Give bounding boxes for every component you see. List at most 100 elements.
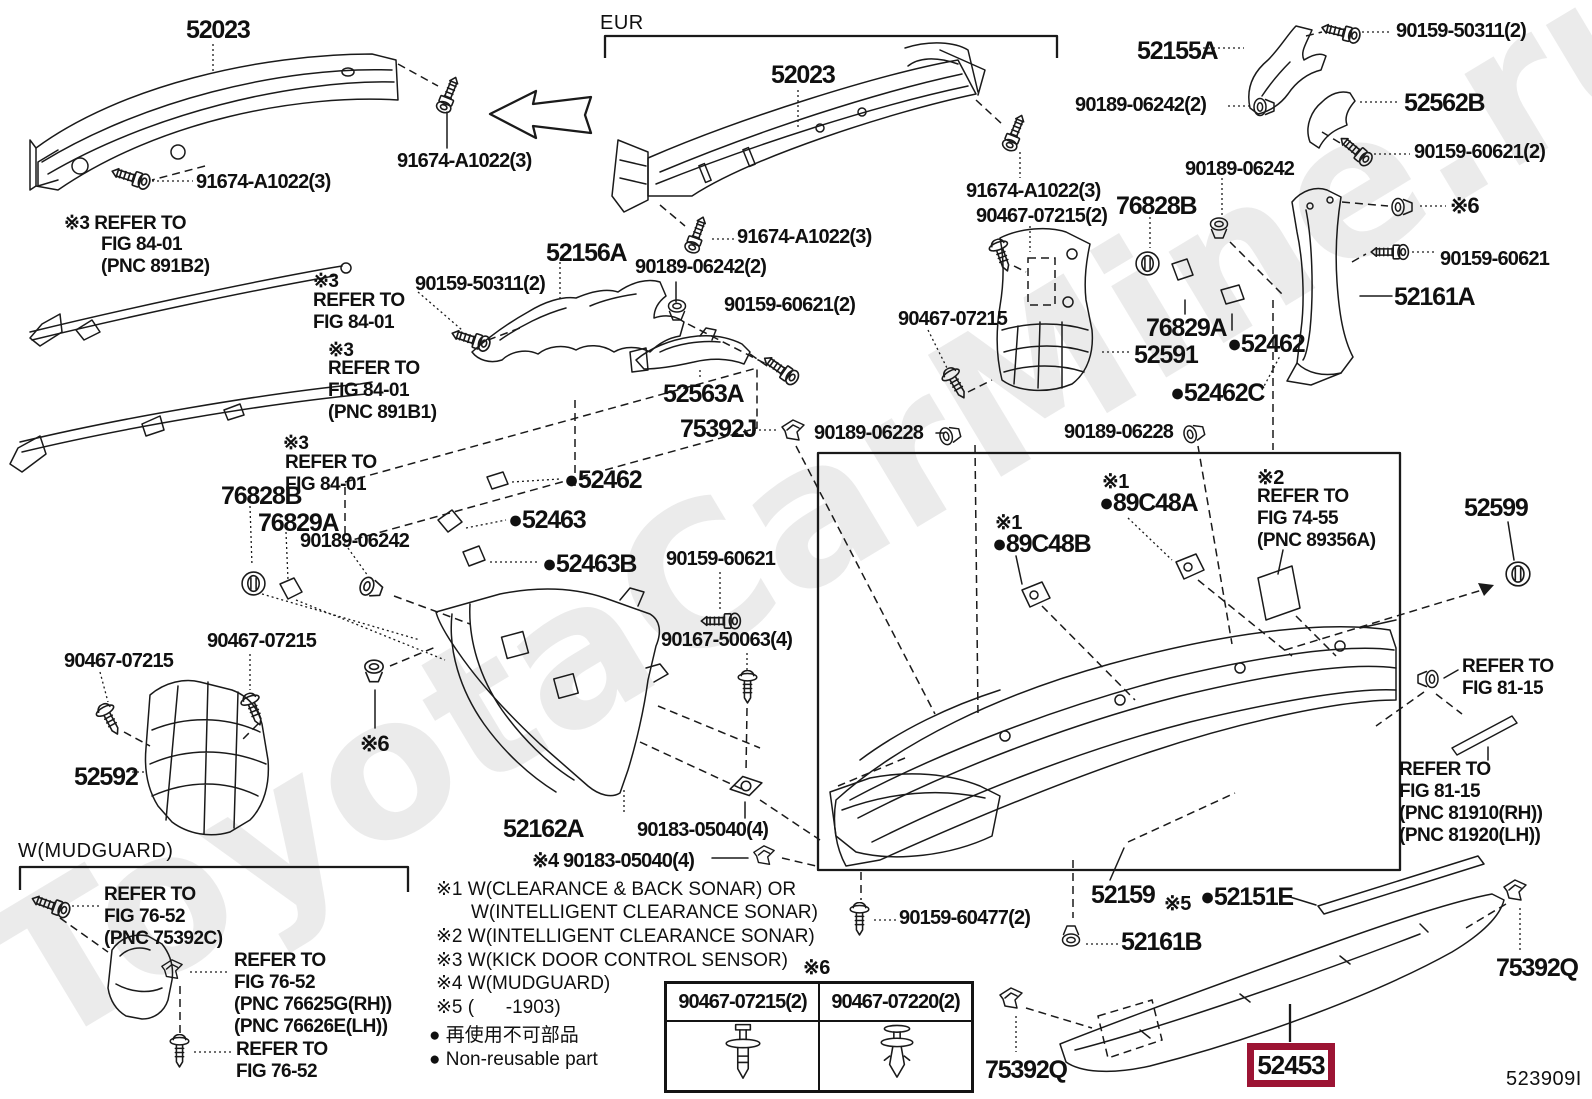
note-star1-b: ※1 (1102, 471, 1129, 493)
legend-1a: ※1 W(CLEARANCE & BACK SONAR) OR (436, 879, 797, 900)
legend-7: ● Non-reusable part (429, 1049, 598, 1070)
part-52463b: ●52463B (542, 550, 637, 578)
part-76829a-b: 76829A (258, 509, 340, 537)
part-52463: ●52463 (508, 506, 587, 534)
fastener-table-header-2: 90467-07220(2) (831, 990, 960, 1013)
note-fig8401-a1: ※3 REFER TO (64, 213, 186, 234)
note-star3-c1: ※3 (328, 340, 354, 361)
part-52155a: 52155A (1137, 37, 1219, 65)
note-fig8115-a1: REFER TO (1462, 656, 1554, 677)
part-91674-a1022-b: 91674-A1022(3) (397, 150, 532, 172)
legend-4: ※4 W(MUDGUARD) (436, 973, 611, 994)
note-fig8115-a2: FIG 81-15 (1462, 678, 1544, 699)
part-89c48b: ●89C48B (992, 530, 1092, 558)
fastener-table-cell-1 (667, 1022, 820, 1093)
note-fig7652-b2: FIG 76-52 (234, 972, 316, 993)
part-75392q-b: 75392Q (1496, 954, 1579, 982)
part-52462c: ●52462C (1170, 379, 1265, 407)
label-eur: EUR (600, 12, 644, 34)
note-fig8401-a2: FIG 84-01 (101, 234, 183, 255)
part-90467-07215-c: 90467-07215 (207, 630, 317, 652)
note-fig7652-b3: (PNC 76625G(RH)) (234, 994, 392, 1015)
note-star6-a: ※6 (1450, 193, 1480, 218)
note-fig8115-b4: (PNC 81920(LH)) (1399, 825, 1541, 846)
part-90189-06242-a: 90189-06242 (1185, 158, 1295, 180)
label-mudguard: W(MUDGUARD) (18, 840, 174, 862)
part-90189-06242-2-b: 90189-06242(2) (1075, 94, 1207, 116)
part-90183-05040-4-a: 90183-05040(4) (637, 819, 769, 841)
fastener-table: 90467-07215(2) 90467-07220(2) (664, 981, 974, 1093)
note-fig8115-b2: FIG 81-15 (1399, 781, 1481, 802)
part-90189-06242-b: 90189-06242 (300, 530, 410, 552)
part-52462-b: ●52462 (564, 466, 643, 494)
note-fig7652-a1: REFER TO (104, 884, 196, 905)
part-90159-60477-2: 90159-60477(2) (899, 907, 1031, 929)
part-89c48a: ●89C48A (1099, 489, 1199, 517)
note-star3-c4: (PNC 891B1) (328, 402, 437, 423)
part-90467-07215-b: 90467-07215 (64, 650, 174, 672)
part-75392q-a: 75392Q (985, 1056, 1068, 1084)
note-fig8401-a3: (PNC 891B2) (101, 256, 210, 277)
note-star3-d1: ※3 (283, 433, 309, 454)
legend-3: ※3 W(KICK DOOR CONTROL SENSOR) (436, 950, 788, 971)
part-90159-60621-b: 90159-60621 (666, 548, 776, 570)
note-star1-a: ※1 (995, 512, 1022, 534)
part-52159: 52159 (1091, 881, 1156, 909)
part-90167-50063-4: 90167-50063(4) (661, 629, 793, 651)
legend-6: ● 再使用不可部品 (429, 1025, 579, 1046)
part-52599: 52599 (1464, 494, 1529, 522)
part-52462-a: ●52462 (1227, 330, 1306, 358)
part-76828b-a: 76828B (1116, 192, 1198, 220)
part-52563a: 52563A (663, 380, 745, 408)
part-52592: 52592 (74, 763, 139, 791)
note-fig7652-a3: (PNC 75392C) (104, 928, 223, 949)
part-52161a: 52161A (1394, 283, 1476, 311)
note-fig7652-a2: FIG 76-52 (104, 906, 186, 927)
part-90159-50311-2-a: 90159-50311(2) (1396, 20, 1527, 42)
legend-5: ※5 ( -1903) (436, 997, 561, 1018)
part-75392j: 75392J (680, 415, 757, 443)
part-90189-06242-2-a: 90189-06242(2) (635, 256, 767, 278)
note-star6-c: ※6 (803, 957, 830, 979)
part-90189-06228-a: 90189-06228 (814, 422, 924, 444)
part-91674-a1022-c: 91674-A1022(3) (737, 226, 872, 248)
note-fig7652-c1: REFER TO (236, 1039, 328, 1060)
part-90189-06228-b: 90189-06228 (1064, 421, 1174, 443)
note-star3-c2: REFER TO (328, 358, 420, 379)
part-90159-60621-2-a: 90159-60621(2) (1414, 141, 1546, 163)
note-fig7652-b4: (PNC 76626E(LH)) (234, 1016, 388, 1037)
part-90159-60621-a: 90159-60621 (1440, 248, 1550, 270)
figure-code: 523909I (1506, 1068, 1582, 1090)
part-90159-60621-2-b: 90159-60621(2) (724, 294, 856, 316)
fastener-table-cell-2 (820, 1022, 971, 1093)
note-fig7652-b1: REFER TO (234, 950, 326, 971)
note-fig7455-3: (PNC 89356A) (1257, 530, 1376, 551)
note-star2: ※2 (1257, 467, 1284, 489)
highlighted-part-number[interactable]: 52453 (1247, 1043, 1335, 1087)
part-91674-a1022-a: 91674-A1022(3) (196, 171, 331, 193)
note-star5: ※5 (1164, 893, 1191, 915)
part-52162a: 52162A (503, 815, 585, 843)
note-star3-b2: REFER TO (313, 290, 405, 311)
note-star3-c3: FIG 84-01 (328, 380, 410, 401)
part-91674-a1022-d: 91674-A1022(3) (966, 180, 1101, 202)
part-90467-07215-a: 90467-07215 (898, 308, 1008, 330)
note-fig7652-c2: FIG 76-52 (236, 1061, 318, 1082)
legend-2: ※2 W(INTELLIGENT CLEARANCE SONAR) (436, 926, 815, 947)
note-fig8115-b1: REFER TO (1399, 759, 1491, 780)
part-90159-50311-2-b: 90159-50311(2) (415, 273, 546, 295)
note-star3-b3: FIG 84-01 (313, 312, 395, 333)
note-star3-d3: FIG 84-01 (285, 474, 367, 495)
part-52591: 52591 (1134, 341, 1199, 369)
part-52562b: 52562B (1404, 89, 1486, 117)
part-52023-b: 52023 (771, 61, 836, 89)
part-90183-05040-4-b: ※4 90183-05040(4) (532, 850, 695, 872)
part-76828b-b: 76828B (221, 482, 303, 510)
part-52151e: ●52151E (1200, 883, 1294, 911)
note-star3-b1: ※3 (313, 271, 339, 292)
part-90467-07215-2: 90467-07215(2) (976, 205, 1108, 227)
fastener-table-header-1: 90467-07215(2) (667, 984, 820, 1020)
